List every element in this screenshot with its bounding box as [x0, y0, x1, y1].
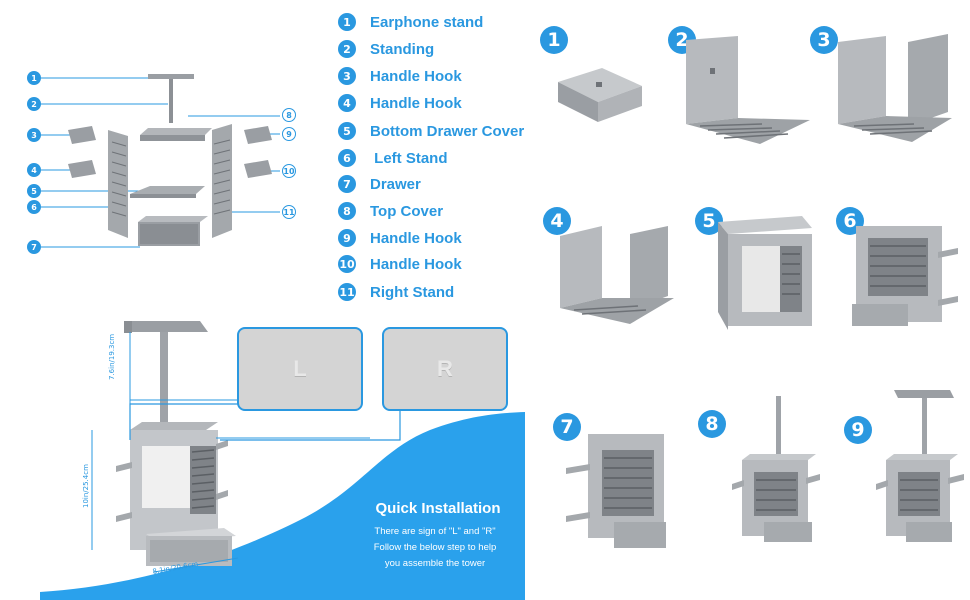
part-label: Drawer	[370, 175, 421, 193]
parts-list-item: 6 Left Stand	[338, 148, 448, 168]
parts-list-item: 7 Drawer	[338, 174, 421, 194]
callout-11-badge: 11	[282, 205, 296, 219]
callout-2-badge: 2	[27, 97, 41, 111]
step-1-image	[558, 68, 642, 122]
right-sign-box: R	[382, 327, 508, 411]
step-7-image	[566, 434, 666, 548]
step-5-image	[718, 216, 812, 330]
step-3-badge: 3	[810, 26, 838, 54]
part-label: Handle Hook	[370, 255, 462, 273]
parts-list-item: 3 Handle Hook	[338, 66, 462, 86]
part-number-badge: 3	[338, 67, 356, 85]
part-number-badge: 9	[338, 229, 356, 247]
callout-8-badge: 8	[282, 108, 296, 122]
parts-list-item: 10 Handle Hook	[338, 254, 462, 274]
callout-4-badge: 4	[27, 163, 41, 177]
blue-wave-background	[40, 412, 525, 600]
step-7-badge: 7	[553, 413, 581, 441]
step-4-image	[560, 226, 674, 324]
parts-list-item: 1 Earphone stand	[338, 12, 483, 32]
callout-3-badge: 3	[27, 128, 41, 142]
part-number-badge: 1	[338, 13, 356, 31]
part-number-badge: 11	[338, 283, 356, 301]
parts-list-item: 9 Handle Hook	[338, 228, 462, 248]
installation-line-1: There are sign of "L" and "R"	[374, 526, 496, 537]
parts-list-item: 5 Bottom Drawer Cover	[338, 121, 524, 141]
callout-1-badge: 1	[27, 71, 41, 85]
step-1-badge: 1	[540, 26, 568, 54]
parts-list-item: 11 Right Stand	[338, 282, 454, 302]
step-3-image	[838, 34, 952, 142]
part-number-badge: 8	[338, 202, 356, 220]
step-4-badge: 4	[543, 207, 571, 235]
part-label: Top Cover	[370, 202, 444, 220]
part-label: Handle Hook	[370, 229, 462, 247]
installation-title: Quick Installation	[375, 500, 501, 517]
left-sign-box: L	[237, 327, 363, 411]
step-6-image	[852, 226, 958, 326]
parts-list-item: 8 Top Cover	[338, 201, 443, 221]
step-8-badge: 8	[698, 410, 726, 438]
part-number-badge: 5	[338, 122, 356, 140]
step-9-image	[876, 390, 964, 542]
left-sign-label: L	[293, 356, 307, 381]
installation-line-3: you assemble the tower	[384, 558, 486, 569]
part-label: Right Stand	[370, 283, 455, 301]
part-number-badge: 7	[338, 175, 356, 193]
exploded-parts-diagram	[40, 74, 280, 248]
part-label: Handle Hook	[370, 67, 462, 85]
part-number-badge: 10	[338, 255, 356, 273]
installation-line-2: Follow the below step to help	[373, 542, 497, 553]
part-label: Standing	[370, 40, 435, 58]
part-number-badge: 4	[338, 94, 356, 112]
callout-5-badge: 5	[27, 184, 41, 198]
right-sign-label: R	[437, 356, 453, 381]
part-label: Left Stand	[370, 149, 448, 167]
part-number-badge: 6	[338, 149, 356, 167]
part-label: Handle Hook	[370, 94, 462, 112]
parts-list-item: 2 Standing	[338, 39, 434, 59]
callout-10-badge: 10	[282, 164, 296, 178]
assembled-tower-image	[91, 321, 370, 573]
callout-7-badge: 7	[27, 240, 41, 254]
step-9-badge: 9	[844, 416, 872, 444]
step-2-image	[686, 36, 810, 144]
callout-6-badge: 6	[27, 200, 41, 214]
part-label: Bottom Drawer Cover	[370, 122, 525, 140]
parts-list-item: 4 Handle Hook	[338, 93, 462, 113]
callout-9-badge: 9	[282, 127, 296, 141]
pole-dimension-label: 7.6in/19.3cm	[108, 333, 116, 380]
part-label: Earphone stand	[370, 13, 484, 31]
step-8-image	[732, 396, 820, 542]
height-dimension-label: 10in/25.4cm	[82, 464, 90, 508]
sign-connector-lines	[129, 403, 401, 441]
part-number-badge: 2	[338, 40, 356, 58]
